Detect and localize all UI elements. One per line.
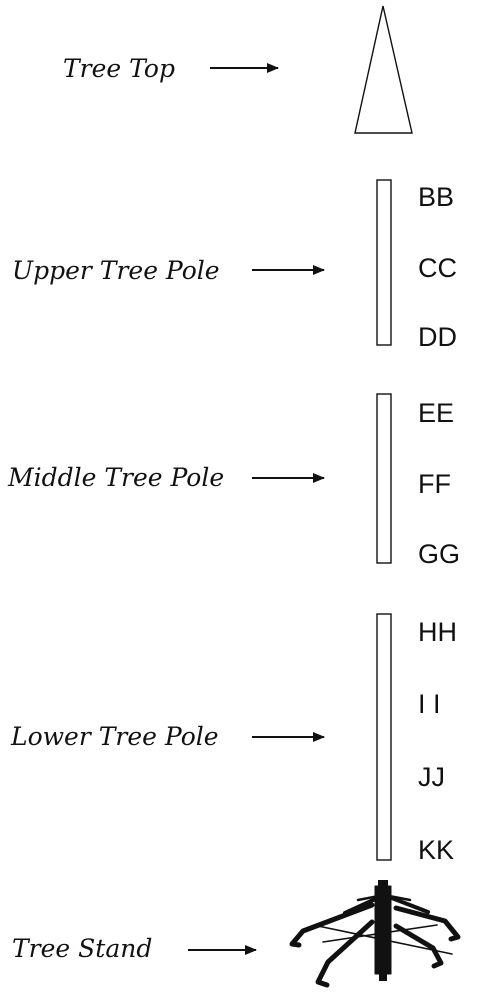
upper-pole-label: Upper Tree Pole: [12, 256, 220, 285]
upper-tree-pole-part: Upper Tree Pole BB CC DD: [12, 179, 457, 352]
part-code: KK: [418, 835, 454, 865]
middle-tree-pole-part: Middle Tree Pole EE FF GG: [7, 393, 460, 569]
part-code: BB: [418, 182, 454, 212]
part-code: EE: [418, 398, 454, 428]
part-code: GG: [418, 539, 460, 569]
part-code: JJ: [418, 762, 445, 792]
lower-tree-pole-part: Lower Tree Pole HH I I JJ KK: [10, 613, 457, 865]
tree-top-label: Tree Top: [63, 54, 175, 83]
part-code: I I: [418, 689, 441, 719]
pole-icon: [376, 393, 392, 564]
pole-icon: [376, 179, 392, 346]
tree-stand-icon: [289, 880, 461, 988]
part-code: CC: [418, 253, 457, 283]
part-code: HH: [418, 617, 457, 647]
tree-stand-part: Tree Stand: [12, 880, 461, 988]
part-code: DD: [418, 322, 457, 352]
part-code: FF: [418, 469, 451, 499]
cone-icon: [354, 5, 413, 134]
pole-icon: [376, 613, 392, 861]
middle-pole-label: Middle Tree Pole: [7, 463, 224, 492]
tree-stand-label: Tree Stand: [12, 934, 152, 963]
tree-top-part: Tree Top: [63, 5, 413, 134]
lower-pole-label: Lower Tree Pole: [10, 722, 219, 751]
